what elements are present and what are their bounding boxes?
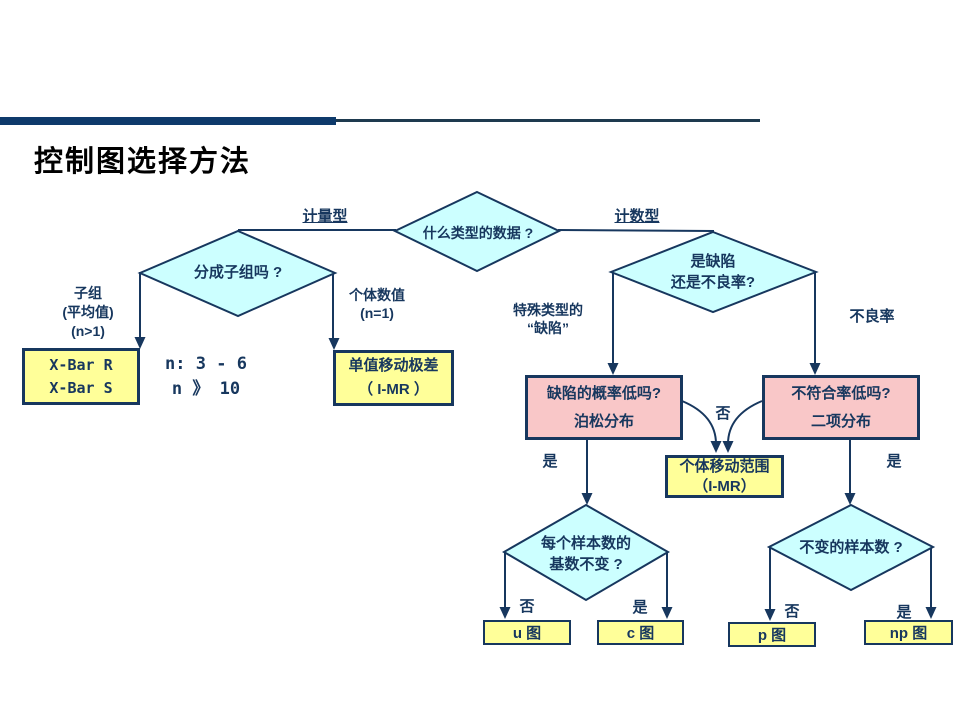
header-bar-thick — [0, 117, 336, 125]
decision-constant-sample-label: 不变的样本数 ? — [799, 539, 903, 556]
yes-label-np: 是 — [896, 604, 912, 621]
decision-subgrouped-label: 分成子组吗 ? — [193, 264, 283, 281]
branch-label-variable: 计量型 — [302, 208, 348, 225]
decision-diamonds — [137, 190, 936, 602]
arrowhead — [764, 609, 776, 621]
yes-label-poisson: 是 — [542, 453, 558, 470]
subgroup-note: 子组 (平均值) (n>1) — [62, 285, 114, 339]
arrowhead — [925, 607, 937, 619]
arrowhead — [809, 363, 821, 375]
diamond-defect-or-rate — [608, 230, 819, 314]
no-label-u: 否 — [519, 598, 535, 615]
no-label-middle: 否 — [715, 405, 731, 422]
special-defect-note: 特殊类型的 “缺陷” — [513, 302, 583, 336]
arrowhead — [661, 607, 673, 619]
result-box-imr: 单值移动极差 （ I-MR ） — [333, 350, 454, 406]
no-label-p: 否 — [784, 603, 800, 620]
arrowhead — [844, 493, 856, 505]
question-box-binomial: 不符合率低吗? 二项分布 — [762, 375, 920, 440]
decision-defect-or-rate-label: 是缺陷 还是不良率? — [670, 253, 756, 291]
branch-label-attribute: 计数型 — [614, 208, 660, 225]
page-title: 控制图选择方法 — [34, 146, 252, 178]
result-box-p-chart: p 图 — [728, 622, 816, 647]
diamond-data-type — [392, 190, 562, 273]
arrowhead — [499, 607, 511, 619]
result-box-moving-range: 个体移动范围 （I-MR） — [665, 455, 784, 498]
result-box-c-chart: c 图 — [597, 620, 684, 645]
defective-rate-label: 不良率 — [849, 308, 895, 325]
edge-binomial-no-curve — [727, 400, 763, 445]
result-box-xbar: X-Bar R X-Bar S — [22, 348, 140, 405]
decision-data-type-label: 什么类型的数据 ? — [422, 225, 534, 241]
arrowhead — [607, 363, 619, 375]
arrowhead — [134, 337, 146, 349]
yes-label-binomial: 是 — [886, 453, 902, 470]
diamond-constant-base — [502, 503, 670, 602]
decision-constant-base-label: 每个样本数的 基数不变 ? — [540, 535, 631, 573]
result-box-np-chart: np 图 — [864, 620, 953, 645]
individual-note: 个体数值 (n=1) — [349, 287, 405, 321]
question-box-poisson: 缺陷的概率低吗? 泊松分布 — [525, 375, 683, 440]
diamond-subgrouped — [137, 229, 338, 318]
arrowhead — [581, 493, 593, 505]
connector-lines — [139, 229, 932, 613]
header-bar-thin — [336, 119, 760, 122]
arrowhead — [328, 338, 340, 350]
sample-size-note: n: 3 - 6 n 》 10 — [165, 354, 247, 399]
edge-attribute — [557, 229, 715, 232]
yes-label-c: 是 — [632, 599, 648, 616]
result-box-u-chart: u 图 — [483, 620, 571, 645]
diamond-constant-sample — [766, 503, 936, 592]
arrowheads — [134, 337, 937, 621]
arrowhead — [710, 441, 722, 453]
arrowhead — [722, 441, 734, 453]
edge-poisson-no-curve — [681, 400, 717, 445]
